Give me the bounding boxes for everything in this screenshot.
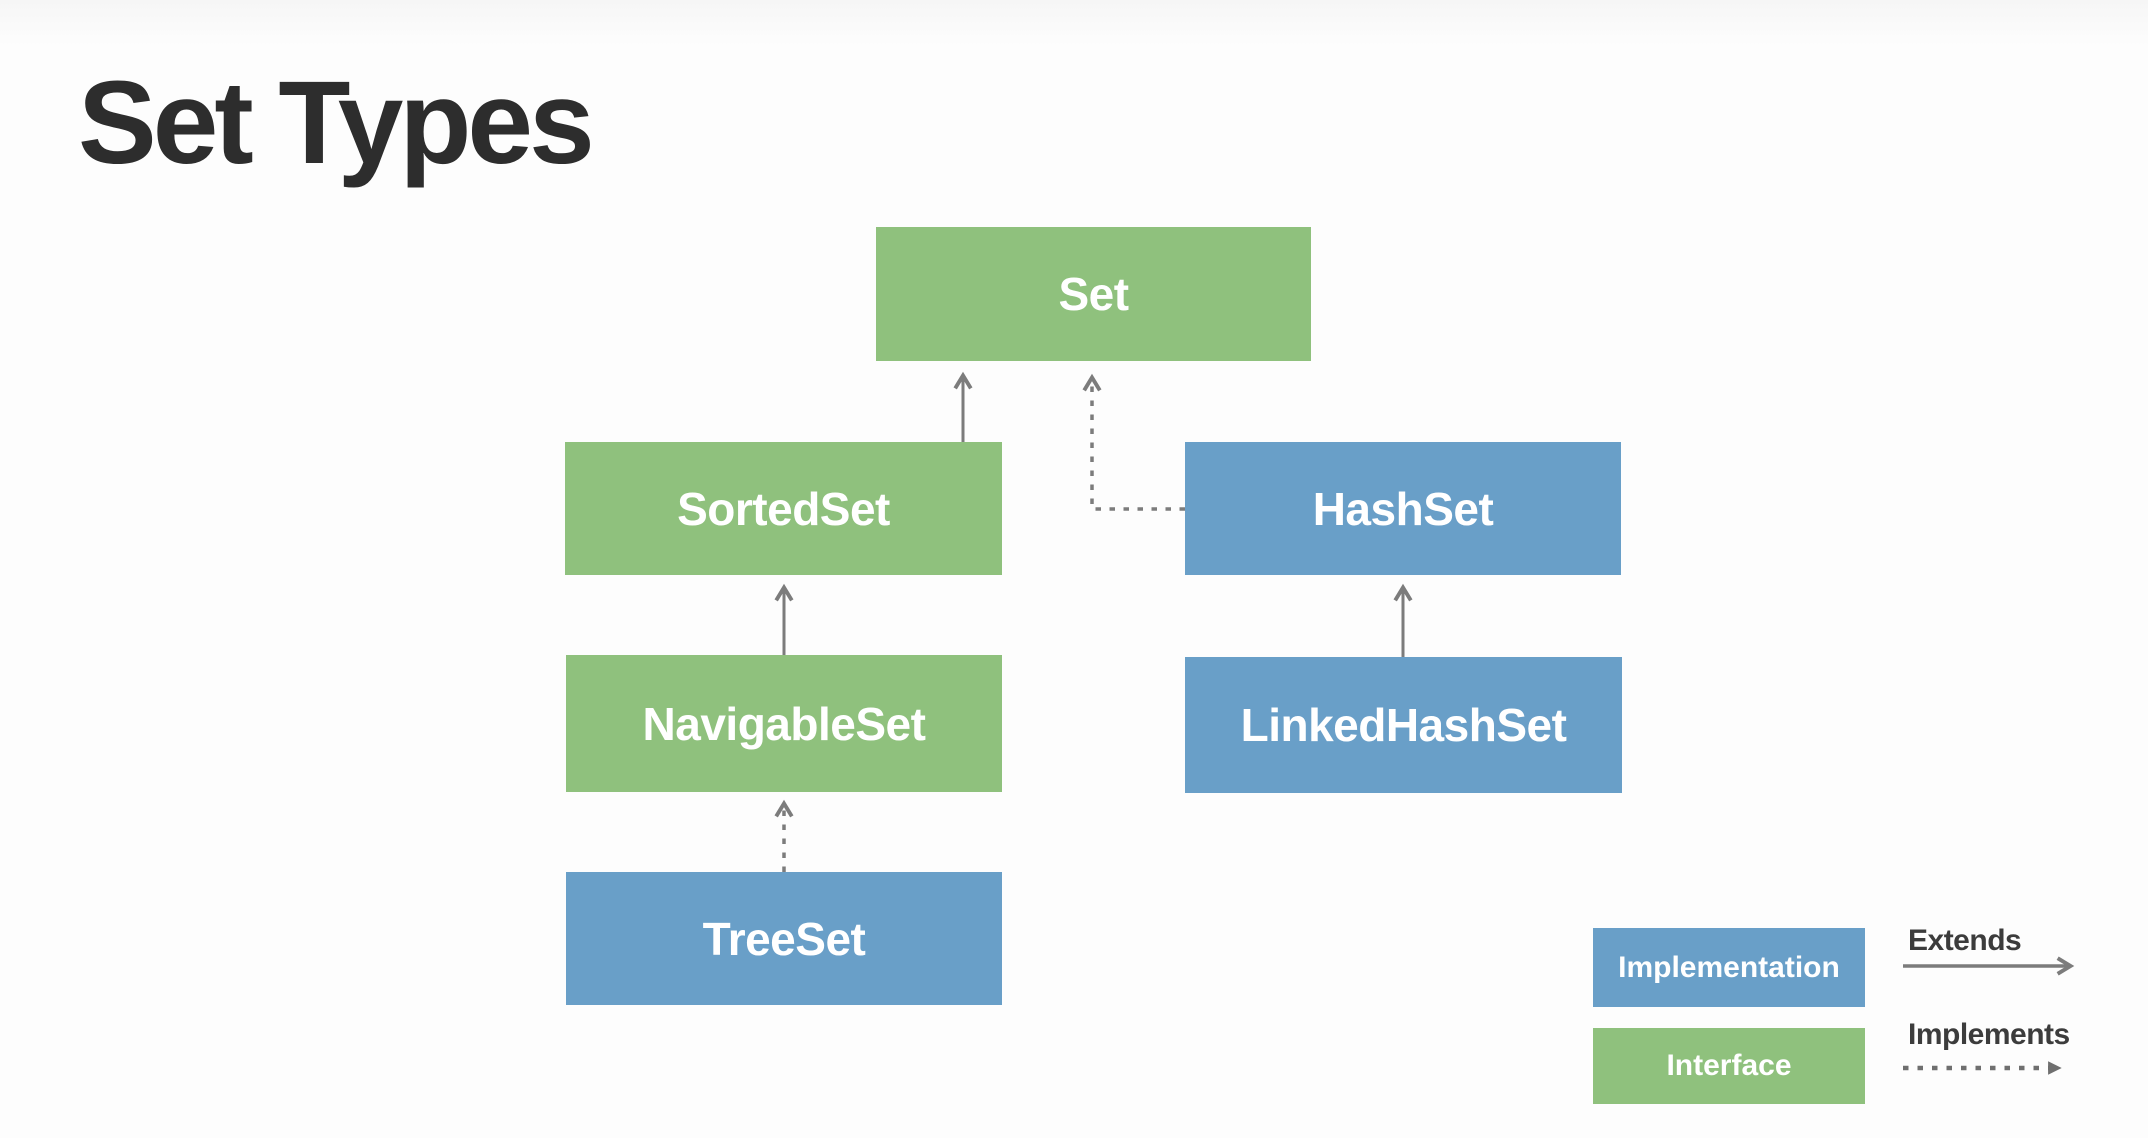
legend-extends-label: Extends xyxy=(1908,924,2022,957)
legend-implementation-swatch: Implementation xyxy=(1593,928,1865,1007)
node-sortedset: SortedSet xyxy=(565,442,1002,575)
node-treeset-label: TreeSet xyxy=(702,912,866,965)
edge-hashset-implements-set xyxy=(1082,373,1185,511)
node-navigableset-label: NavigableSet xyxy=(642,697,926,750)
node-set: Set xyxy=(876,227,1311,361)
legend-interface-label: Interface xyxy=(1666,1049,1792,1082)
legend-implementation-label: Implementation xyxy=(1618,950,1840,984)
legend-interface-swatch: Interface xyxy=(1593,1028,1865,1104)
node-hashset-label: HashSet xyxy=(1312,482,1494,535)
page-title: Set Types xyxy=(78,57,595,189)
node-linkedhashset: LinkedHashSet xyxy=(1185,657,1622,793)
node-navigableset: NavigableSet xyxy=(566,655,1002,792)
node-sortedset-label: SortedSet xyxy=(677,482,890,535)
node-treeset: TreeSet xyxy=(566,872,1002,1005)
node-linkedhashset-label: LinkedHashSet xyxy=(1240,699,1567,751)
node-hashset: HashSet xyxy=(1185,442,1621,575)
node-set-label: Set xyxy=(1058,268,1129,320)
legend-implements-label: Implements xyxy=(1908,1018,2070,1051)
